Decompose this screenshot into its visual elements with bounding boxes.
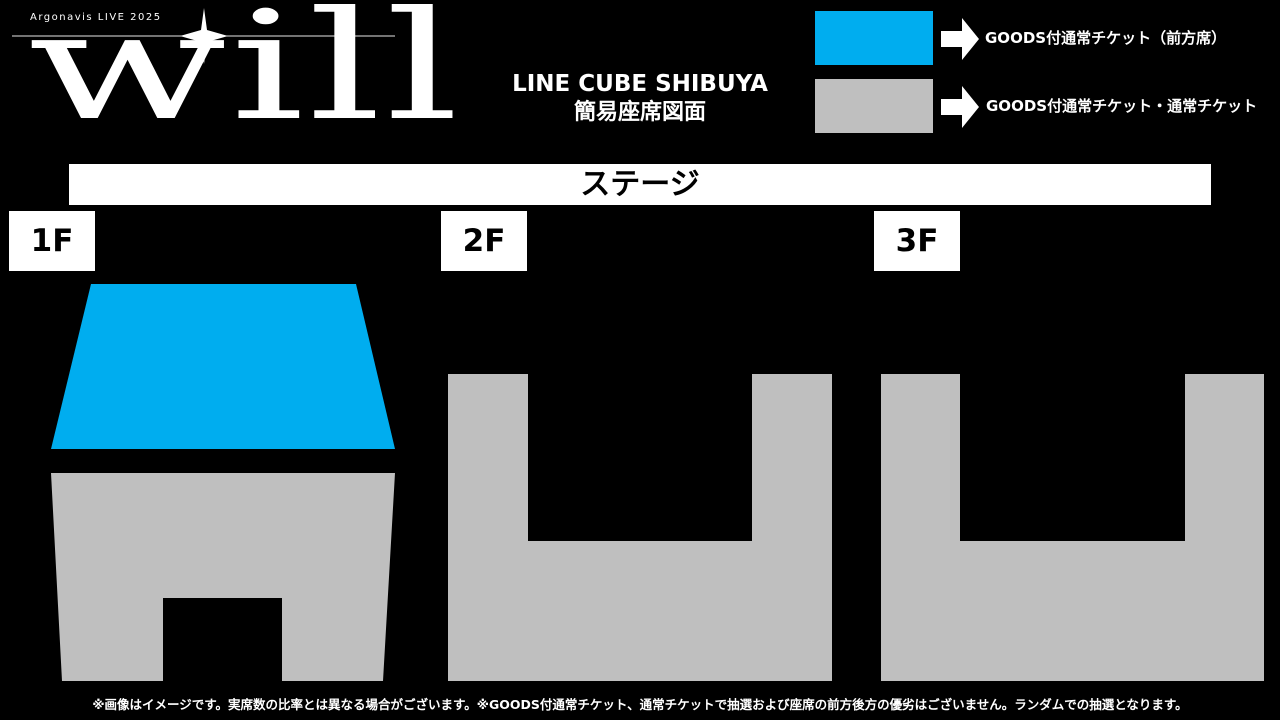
- logo-title: will: [28, 0, 463, 154]
- event-logo: Argonavis LIVE 2025 will: [0, 0, 459, 160]
- floor-2f-seats: [448, 374, 832, 681]
- arrow-right-icon: [941, 86, 979, 128]
- floor-1f-front-seats: [51, 284, 395, 449]
- logo-subtitle: Argonavis LIVE 2025: [30, 12, 162, 23]
- legend-item-front: GOODS付通常チケット（前方席）: [815, 11, 1280, 65]
- legend-item-regular: GOODS付通常チケット・通常チケット: [815, 79, 1280, 133]
- floor-label-3f: 3F: [874, 211, 960, 271]
- stage-bar: ステージ: [69, 164, 1211, 205]
- legend-label-front: GOODS付通常チケット（前方席）: [985, 29, 1227, 47]
- legend-swatch-regular: [815, 79, 933, 133]
- venue-subtitle: 簡易座席図面: [573, 100, 706, 125]
- legend-label-regular: GOODS付通常チケット・通常チケット: [986, 97, 1258, 115]
- venue-name: LINE CUBE SHIBUYA: [512, 71, 768, 97]
- floor-3f-seats: [881, 374, 1264, 681]
- floor-1f-rear-seats: [51, 473, 395, 681]
- floor-label-2f: 2F: [441, 211, 527, 271]
- arrow-right-icon: [941, 18, 979, 60]
- legend-swatch-front: [815, 11, 933, 65]
- floor-label-1f: 1F: [9, 211, 95, 271]
- logo-graphic: [12, 8, 395, 64]
- venue-title: LINE CUBE SHIBUYA 簡易座席図面: [490, 70, 790, 128]
- footnote: ※画像はイメージです。実席数の比率とは異なる場合がございます。※GOODS付通常…: [92, 697, 1188, 712]
